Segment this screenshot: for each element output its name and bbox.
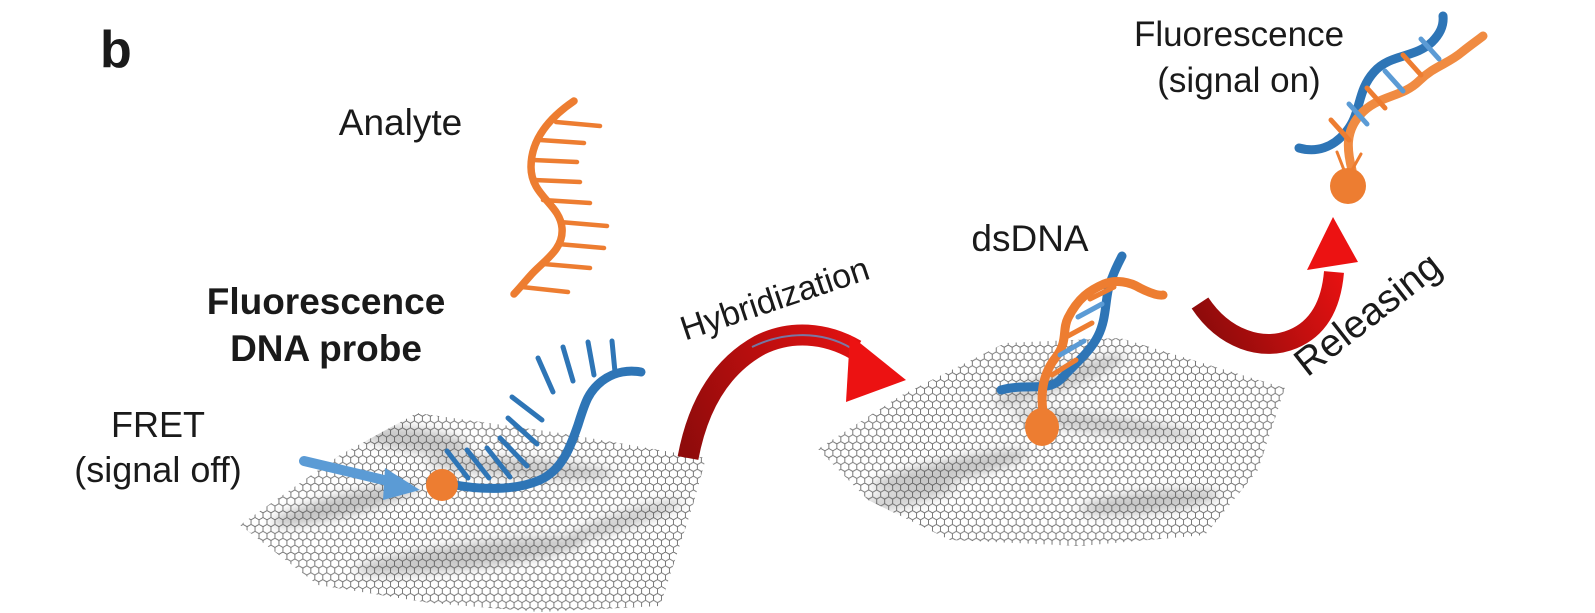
analyte-label: Analyte bbox=[338, 102, 463, 143]
released-dsdna-icon bbox=[1294, 11, 1488, 204]
fluorophore-dot-icon bbox=[1330, 168, 1366, 204]
fluorophore-dot-icon bbox=[426, 469, 458, 501]
hybridization-arrow-icon bbox=[677, 324, 906, 461]
probe-label-line2: DNA probe bbox=[230, 327, 422, 369]
fret-label-line2: (signal off) bbox=[74, 449, 242, 491]
fret-label-line1: FRET bbox=[111, 404, 205, 445]
fret-arrow-icon bbox=[299, 456, 420, 500]
dsdna-label: dsDNA bbox=[971, 218, 1089, 259]
fret-label: FRET (signal off) bbox=[38, 402, 278, 493]
signal-on-label: Fluorescence (signal on) bbox=[1110, 12, 1368, 103]
panel-label: b bbox=[100, 21, 132, 79]
releasing-arrow-icon bbox=[1191, 217, 1358, 354]
probe-label-line1: Fluorescence bbox=[206, 281, 446, 322]
probe-label: Fluorescence DNA probe bbox=[196, 279, 456, 372]
dsdna-helix-icon bbox=[996, 251, 1168, 446]
graphene-sheet-1 bbox=[240, 413, 706, 612]
fluorophore-dot-icon bbox=[1025, 408, 1059, 446]
probe-ssdna-icon bbox=[444, 338, 646, 493]
signal-on-label-line2: (signal on) bbox=[1157, 60, 1321, 100]
signal-on-label-line1: Fluorescence bbox=[1133, 15, 1345, 54]
analyte-ssdna-icon bbox=[510, 97, 610, 298]
